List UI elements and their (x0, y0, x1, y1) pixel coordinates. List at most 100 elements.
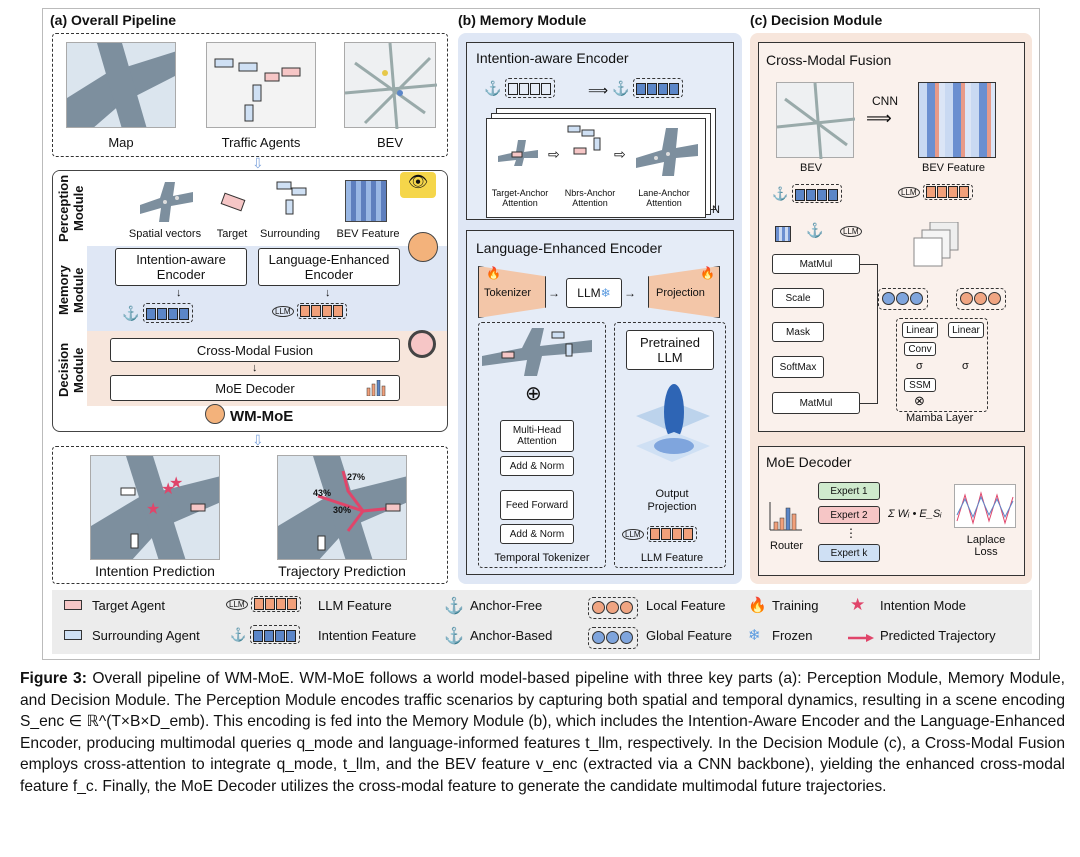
expert2-box: Expert 2 (818, 506, 880, 524)
moe-box-small: MoE Decoder (110, 375, 400, 401)
output-row (52, 446, 448, 584)
linear2-label: Linear (952, 324, 980, 336)
fire-icon-1: 🔥 (486, 266, 501, 280)
q-grid-icon (775, 226, 791, 242)
matmul-line (860, 264, 878, 404)
legend-panel (52, 590, 1032, 654)
expertk-box: Expert k (818, 544, 880, 562)
prob-27: 27% (347, 472, 366, 482)
legend-anchor-free-label: Anchor-Free (470, 598, 543, 613)
down-arrow-language: ↓ (325, 287, 331, 299)
softmax-box: SoftMax (772, 356, 824, 378)
expert1-box: Expert 1 (818, 482, 880, 500)
matmul2-label: MatMul (799, 397, 833, 409)
legend-fire-icon: 🔥 (748, 597, 767, 614)
memory-row-label: Memory Module (56, 265, 86, 315)
temporal-tokenizer-box (478, 322, 606, 568)
map-image (66, 42, 176, 128)
fusion-bev-image (776, 82, 856, 160)
legend-llm-icon: LLM (226, 596, 301, 612)
legend-global-icon (588, 627, 638, 649)
router-label: Router (770, 540, 804, 552)
sigma1-label: σ (916, 360, 923, 372)
bev-label: BEV (376, 135, 403, 150)
agents-image (206, 42, 316, 128)
surrounding-icon (272, 180, 312, 222)
legend-star-icon: ★ (850, 595, 866, 614)
decision-row-label: Decision Module (56, 342, 86, 398)
down-arrow-2: ⇩ (252, 432, 264, 448)
addnorm2-label: Add & Norm (509, 528, 565, 540)
linear1-box: Linear (902, 322, 938, 338)
sigma2-label: σ (962, 360, 969, 372)
down-arrow-intention: ↓ (176, 287, 182, 299)
legend-surrounding-label: Surrounding Agent (92, 628, 200, 643)
expert2-label: Expert 2 (830, 509, 868, 521)
down-arrow-fusion: ↓ (252, 362, 258, 374)
svg-text:★: ★ (146, 501, 160, 518)
linear2-box: Linear (948, 322, 984, 338)
feedforward-label: Feed Forward (505, 499, 569, 511)
cnn-arrow: ⟹ (866, 108, 892, 128)
temporal-scene-image (482, 328, 592, 376)
panel-c-title: (c) Decision Module (750, 12, 883, 28)
nbrs-anchor-label: Nbrs-Anchor Attention (564, 188, 616, 208)
language-encoder-label: Language-Enhanced Encoder (268, 252, 390, 282)
intention-encoder-title: Intention-aware Encoder (476, 50, 629, 66)
legend-intention-label: Intention Feature (318, 628, 417, 643)
lane-anchor-label: Lane-Anchor Attention (638, 188, 690, 208)
intention-tokens-empty: ⚓ (484, 78, 556, 98)
pretrained-llm-box (614, 322, 726, 568)
bev-feature-grid-small (345, 180, 387, 222)
mask-label: Mask (786, 326, 810, 338)
bev-feature-label-small: BEV Feature (336, 228, 400, 240)
figure-frame (42, 8, 1040, 660)
lane-anchor-image (636, 128, 698, 176)
legend-anchor-based-label: Anchor-Based (470, 628, 553, 643)
llm-feature-label: LLM Feature (640, 552, 704, 564)
mask-box: Mask (772, 322, 824, 342)
steering-wheel-icon (408, 330, 436, 358)
llm-tokens: LLM (272, 303, 347, 319)
svg-text:★: ★ (169, 475, 183, 492)
llm-box: LLM❄ (566, 278, 622, 308)
target-anchor-label: Target-Anchor Attention (491, 188, 549, 208)
legend-local-icon (588, 597, 638, 619)
matmul1-label: MatMul (799, 258, 833, 270)
encoder-arrow: ⟹ (588, 82, 609, 98)
moe-formula: Σ Wᵢ • E_Sᵢ (888, 508, 942, 520)
agents-label: Traffic Agents (221, 135, 301, 150)
conv-box: Conv (904, 342, 936, 356)
mamba-layer-box (896, 318, 988, 412)
laplace-label: Laplace Loss (966, 534, 1006, 558)
fusion-bev-label: BEV (800, 162, 823, 174)
arrow-ab-1: ⇨ (548, 146, 560, 162)
tokenizer-label: Tokenizer (484, 287, 532, 299)
target-label: Target (216, 228, 248, 240)
scale-box: Scale (772, 288, 824, 308)
moe-title: MoE Decoder (766, 454, 852, 470)
intention-encoder-box: Intention-aware Encoder (115, 248, 247, 286)
stack-n-label: N (712, 204, 720, 216)
trajectory-prediction-image (277, 455, 407, 560)
softmax-label: SoftMax (779, 361, 817, 373)
panel-a-title: (a) Overall Pipeline (50, 12, 177, 28)
legend-anchor-based-icon: ⚓ (444, 628, 464, 645)
perception-row-label: Perception Module (56, 174, 86, 242)
legend-trajectory-icon (848, 630, 874, 642)
caption-label: Figure 3: (20, 670, 87, 687)
global-feature-circles (878, 288, 928, 310)
multiply-icon: ⊗ (914, 393, 925, 408)
layer-stack-icon (912, 221, 962, 270)
fusion-llm-tokens: LLM (898, 184, 973, 200)
fire-icon-2: 🔥 (700, 266, 715, 280)
arrow-tok-llm: → (548, 286, 560, 300)
prob-30: 30% (333, 505, 352, 515)
surrounding-label: Surrounding (260, 228, 320, 240)
intention-encoder-label: Intention-aware Encoder (136, 252, 226, 282)
legend-frozen-label: Frozen (772, 628, 813, 643)
output-projection-label: Output Projection (647, 488, 697, 513)
matmul1-box: MatMul (772, 254, 860, 274)
moe-label-small: MoE Decoder (215, 380, 295, 396)
cnn-label: CNN (872, 94, 898, 108)
